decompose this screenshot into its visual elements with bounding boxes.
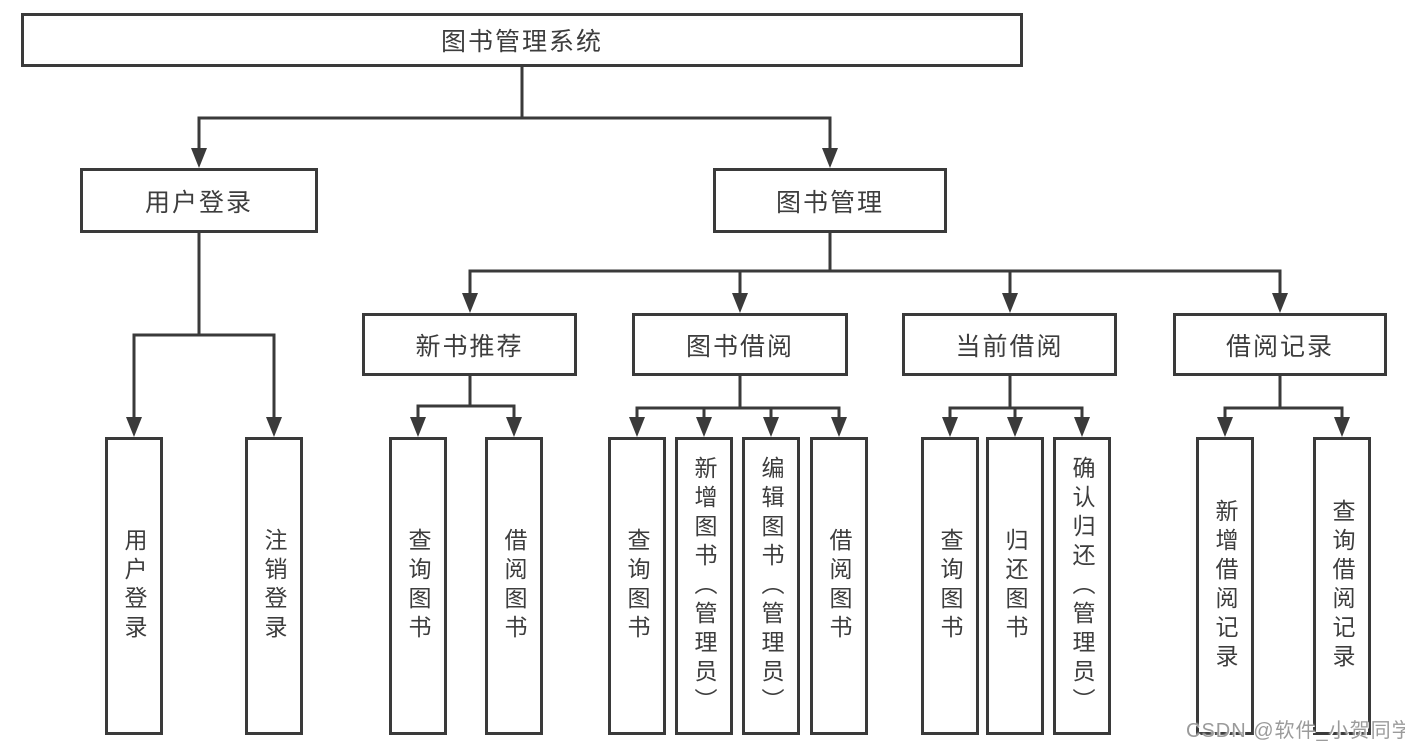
leaf-user-login: 用户登录 <box>105 437 163 735</box>
node-book-management: 图书管理 <box>713 168 947 233</box>
leaf-logout: 注销登录 <box>245 437 303 735</box>
connector-lines <box>132 67 1344 421</box>
node-borrow-records: 借阅记录 <box>1173 313 1387 376</box>
leaf-confirm-return-admin: 确认归还（管理员） <box>1053 437 1111 735</box>
leaf-borrow-books: 借阅图书 <box>810 437 868 735</box>
leaf-borrow-books-recommend: 借阅图书 <box>485 437 543 735</box>
leaf-add-borrow-record: 新增借阅记录 <box>1196 437 1254 735</box>
leaf-query-books-recommend: 查询图书 <box>389 437 447 735</box>
csdn-watermark: CSDN @软件_小贺同学 <box>1186 720 1405 742</box>
node-new-book-recommend: 新书推荐 <box>362 313 577 376</box>
node-book-borrow: 图书借阅 <box>632 313 848 376</box>
leaf-query-borrow-record: 查询借阅记录 <box>1313 437 1371 735</box>
leaf-edit-books-admin: 编辑图书（管理员） <box>742 437 800 735</box>
leaf-add-books-admin: 新增图书（管理员） <box>675 437 733 735</box>
leaf-return-books: 归还图书 <box>986 437 1044 735</box>
node-current-borrow: 当前借阅 <box>902 313 1117 376</box>
node-user-login: 用户登录 <box>80 168 318 233</box>
node-root-library-system: 图书管理系统 <box>21 13 1023 67</box>
leaf-query-books-borrow: 查询图书 <box>608 437 666 735</box>
leaf-query-books-current: 查询图书 <box>921 437 979 735</box>
